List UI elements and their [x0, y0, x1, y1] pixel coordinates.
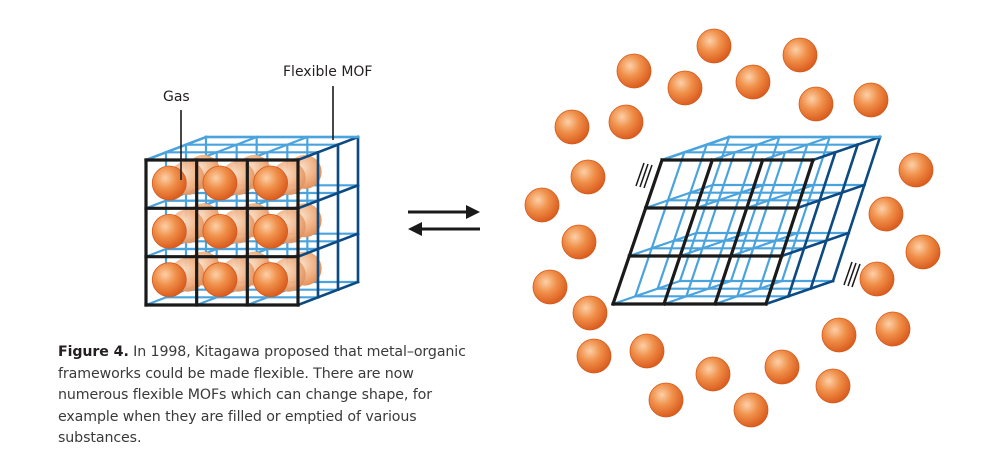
- gas-molecule: [696, 28, 732, 64]
- lattice-bar: [764, 279, 835, 306]
- gas-molecule: [875, 311, 911, 347]
- lattice-bar: [795, 183, 866, 210]
- gas-molecule: [572, 295, 608, 331]
- gas-molecule: [608, 104, 644, 140]
- lattice-bar: [684, 150, 737, 298]
- gas-molecule: [554, 109, 590, 145]
- gas-molecule: [629, 333, 665, 369]
- caption-text: In 1998, Kitagawa proposed that metal–or…: [58, 344, 466, 446]
- gas-molecule: [905, 234, 941, 270]
- front-face: [144, 158, 300, 307]
- lattice-bar: [296, 183, 360, 211]
- gas-molecule: [667, 70, 703, 106]
- gas-molecule: [253, 165, 289, 201]
- gas-molecule: [532, 269, 568, 305]
- lattice-bar: [831, 135, 882, 283]
- gas-molecule: [733, 392, 769, 428]
- gas-molecule: [202, 165, 238, 201]
- gas-molecule: [151, 213, 187, 249]
- gas-molecule: [815, 368, 851, 404]
- gas-molecule: [764, 349, 800, 385]
- gas-molecule: [898, 152, 934, 188]
- side-face: [660, 135, 882, 306]
- caption-figure-number: Figure 4.: [58, 344, 129, 360]
- lattice-bar: [786, 150, 837, 298]
- gas-molecule: [151, 262, 187, 298]
- front-face: [610, 157, 816, 307]
- lattice-bar: [660, 135, 731, 162]
- gas-molecule: [821, 317, 857, 353]
- lattice-bar: [758, 143, 809, 291]
- lattice-bar: [296, 135, 360, 162]
- lattice-bar: [780, 135, 832, 283]
- side-face: [144, 135, 360, 307]
- figure-caption: Figure 4. In 1998, Kitagawa proposed tha…: [58, 342, 478, 450]
- gas-molecule: [853, 82, 889, 118]
- gas-label: Gas: [163, 89, 190, 105]
- lattice-bar: [710, 135, 781, 162]
- gas-molecule: [798, 86, 834, 122]
- lattice-bar: [763, 157, 816, 307]
- gas-molecule: [735, 64, 771, 100]
- deformation-mark-icon: [843, 261, 861, 288]
- gas-molecule: [868, 196, 904, 232]
- gas-molecule: [782, 37, 818, 73]
- gas-molecule: [202, 213, 238, 249]
- gas-molecule: [253, 213, 289, 249]
- distorted-mof-framework: [610, 135, 882, 307]
- gas-molecule: [561, 224, 597, 260]
- gas-molecule: [616, 53, 652, 89]
- lattice-bar: [144, 135, 208, 162]
- gas-molecule: [202, 262, 238, 298]
- lattice-bar: [712, 157, 765, 307]
- gas-molecule: [695, 356, 731, 392]
- free-gas-molecules: [524, 28, 941, 428]
- lattice-bar: [656, 143, 709, 291]
- lattice-bar: [809, 143, 860, 291]
- lattice-bar: [761, 135, 832, 162]
- lattice-bar: [610, 157, 665, 307]
- gas-molecule: [151, 165, 187, 201]
- inner-lattice: [611, 135, 882, 306]
- equilibrium-arrows-icon: [408, 205, 480, 236]
- gas-molecule: [648, 382, 684, 418]
- gas-molecule: [253, 262, 289, 298]
- lattice-bar: [707, 143, 759, 291]
- lattice-bar: [296, 280, 360, 307]
- lattice-bar: [735, 150, 787, 298]
- gas-molecule: [576, 338, 612, 374]
- lattice-bar: [811, 135, 882, 162]
- gas-molecule: [570, 159, 606, 195]
- adsorbed-gas: [151, 154, 322, 298]
- flexible-mof-label: Flexible MOF: [283, 64, 373, 80]
- lattice-bar: [296, 231, 360, 259]
- lattice-bar: [780, 231, 851, 258]
- gas-molecule: [524, 187, 560, 223]
- filled-mof-framework: [144, 135, 360, 307]
- deformation-mark-icon: [635, 162, 653, 189]
- lattice-bar: [661, 157, 715, 307]
- lattice-bar: [633, 150, 686, 298]
- gas-molecule: [859, 261, 895, 297]
